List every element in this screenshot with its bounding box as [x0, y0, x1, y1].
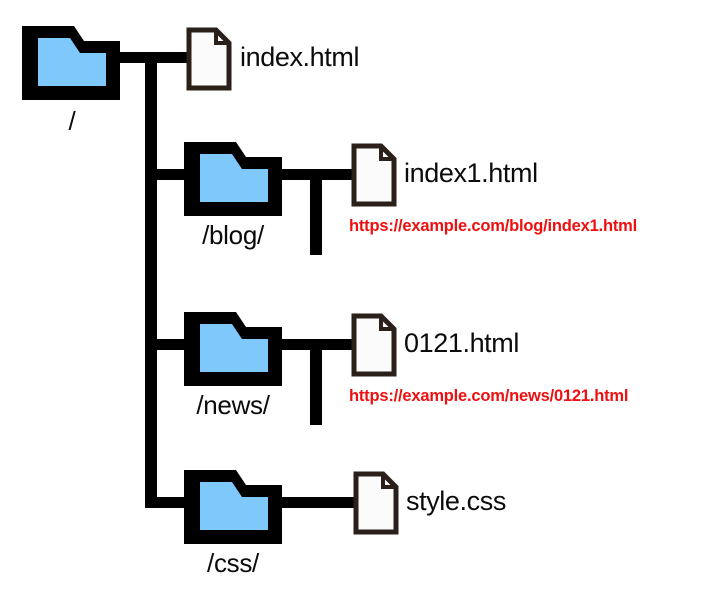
connector-index-file	[157, 52, 191, 63]
connector-css-to-file	[282, 497, 354, 508]
connector-lines	[113, 52, 354, 508]
folder-icon-news	[184, 312, 282, 386]
file-icon-style-css	[353, 471, 399, 535]
file-icon-0121-html	[351, 313, 397, 377]
folder-icon-css	[184, 470, 282, 544]
file-icon-index1-html	[351, 143, 397, 207]
file-label-index1-html: index1.html	[404, 158, 538, 188]
file-label-0121-html: 0121.html	[404, 328, 519, 358]
url-label-blog-index1[interactable]: https://example.com/blog/index1.html	[349, 217, 638, 235]
connector-branch-blog	[145, 169, 190, 180]
folder-icon-blog	[184, 142, 282, 216]
url-label-news-0121[interactable]: https://example.com/news/0121.html	[349, 387, 629, 405]
connector-blog-stub-down	[310, 169, 322, 255]
connector-branch-css	[145, 497, 190, 508]
connector-main-trunk	[145, 52, 157, 508]
connector-branch-news	[145, 339, 190, 350]
folder-label-news: /news/	[196, 390, 270, 420]
connector-news-stub-down	[310, 339, 322, 425]
file-label-index-html: index.html	[240, 42, 360, 72]
file-icon-index-html	[186, 27, 232, 91]
folder-label-root: /	[68, 106, 76, 136]
folder-icon-root	[22, 26, 120, 100]
file-label-style-css: style.css	[406, 486, 506, 516]
folder-label-css: /css/	[207, 548, 259, 578]
folder-label-blog: /blog/	[202, 220, 264, 250]
